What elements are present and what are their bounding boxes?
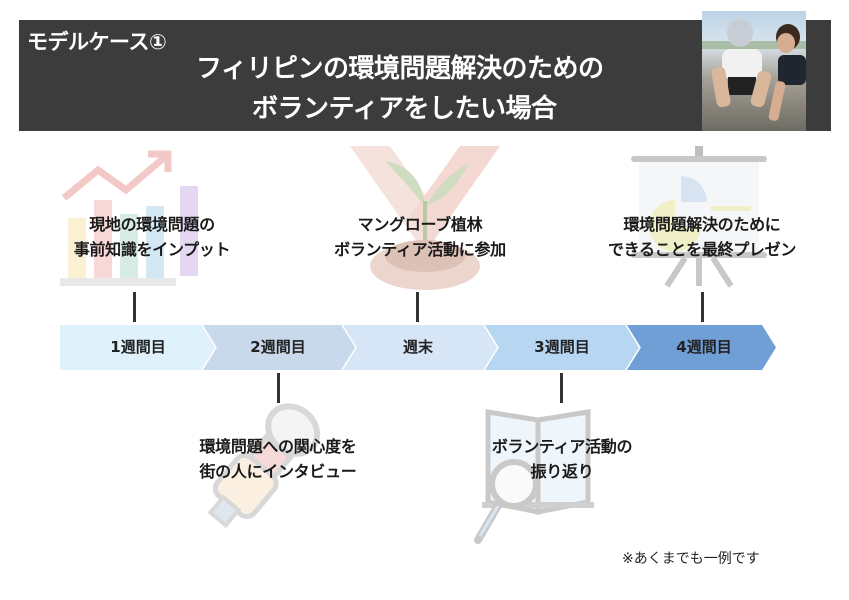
phase-label-week2: 2週間目 bbox=[250, 338, 306, 356]
disclaimer-note: ※あくまでも一例です bbox=[622, 551, 760, 567]
phase-chevron-4 bbox=[484, 325, 640, 370]
volunteer-photo bbox=[702, 11, 806, 131]
page-title-line2: ボランティアをしたい場合 bbox=[252, 94, 557, 124]
event-line1: ボランティア活動の bbox=[491, 437, 633, 456]
event-line1: 環境問題解決のために bbox=[623, 215, 781, 234]
phase-chevron-3 bbox=[342, 325, 498, 370]
event-line2: 振り返り bbox=[530, 462, 594, 481]
phase-chevron-5 bbox=[626, 325, 776, 370]
phase-label-weekend: 週末 bbox=[402, 338, 433, 356]
event-line2: 事前知識をインプット bbox=[73, 240, 231, 259]
book-magnifier-icon bbox=[472, 402, 612, 556]
connector-line bbox=[560, 373, 563, 403]
hands-holding-plant-icon bbox=[350, 146, 500, 300]
phase-label-week1: 1週間目 bbox=[110, 338, 166, 356]
connector-line bbox=[701, 292, 704, 322]
page-title-line1: フィリピンの環境問題解決のための bbox=[196, 54, 604, 84]
phase-label-week3: 3週間目 bbox=[534, 338, 590, 356]
event-line1: マングローブ植林 bbox=[357, 215, 483, 234]
presentation-screen-icon bbox=[625, 146, 775, 300]
event-line2: 街の人にインタビュー bbox=[199, 462, 357, 481]
event-text-mangrove: マングローブ植林 ボランティア活動に参加 bbox=[308, 212, 532, 262]
event-line1: 環境問題への関心度を bbox=[199, 437, 357, 456]
phase-chevron-1 bbox=[60, 325, 216, 370]
event-line2: ボランティア活動に参加 bbox=[334, 240, 506, 259]
growth-chart-bar5 bbox=[180, 186, 198, 276]
phase-chevron-2 bbox=[202, 325, 356, 370]
microphone-icon bbox=[195, 398, 335, 532]
event-line2: できることを最終プレゼン bbox=[607, 240, 797, 259]
event-text-pre-study: 現地の環境問題の 事前知識をインプット bbox=[52, 212, 252, 262]
growth-chart-icon bbox=[58, 148, 178, 292]
event-text-reflection: ボランティア活動の 振り返り bbox=[462, 434, 662, 484]
title-banner bbox=[19, 20, 831, 131]
event-text-final-presentation: 環境問題解決のために できることを最終プレゼン bbox=[584, 212, 820, 262]
event-line1: 現地の環境問題の bbox=[89, 215, 215, 234]
phase-label-week4: 4週間目 bbox=[676, 338, 732, 356]
timeline-bar bbox=[60, 325, 776, 370]
connector-line bbox=[277, 373, 280, 403]
connector-line bbox=[416, 292, 419, 322]
event-text-interview: 環境問題への関心度を 街の人にインタビュー bbox=[170, 434, 386, 484]
connector-line bbox=[133, 292, 136, 322]
case-label: モデルケース① bbox=[27, 30, 167, 54]
